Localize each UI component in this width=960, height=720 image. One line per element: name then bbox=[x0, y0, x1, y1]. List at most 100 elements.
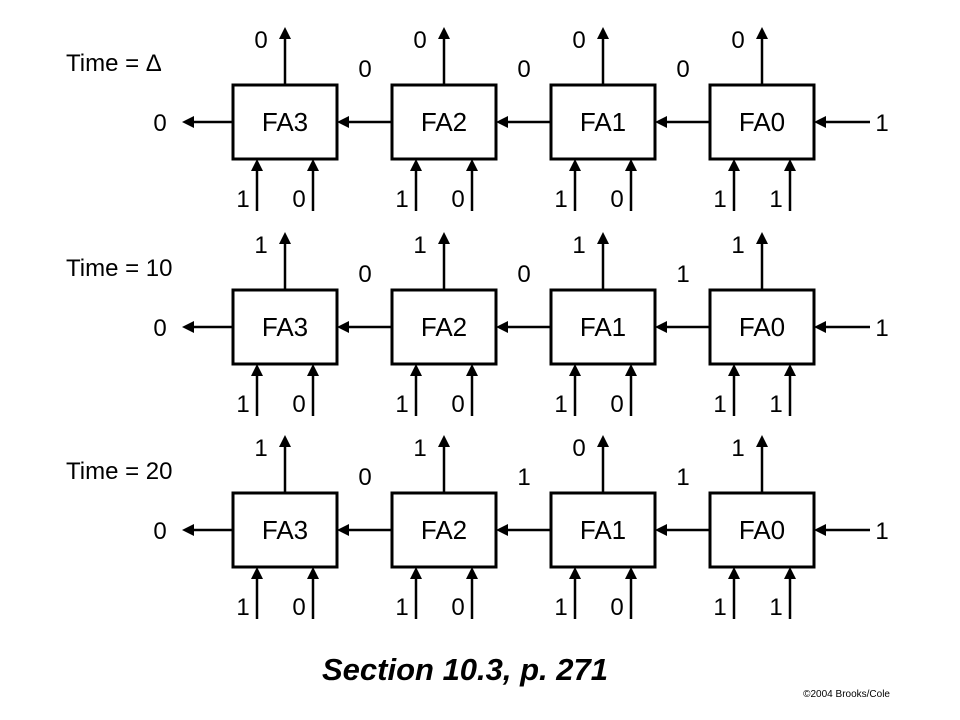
sum-output-arrow-head bbox=[756, 435, 768, 447]
data-input-value: 1 bbox=[713, 186, 726, 213]
data-input-value: 0 bbox=[610, 594, 623, 621]
data-input-arrow-head bbox=[410, 364, 422, 376]
sum-output-arrow-head bbox=[756, 232, 768, 244]
data-input-arrow-head bbox=[251, 567, 263, 579]
data-input-value: 0 bbox=[451, 186, 464, 213]
full-adder-label: FA3 bbox=[262, 312, 308, 342]
data-input-arrow-head bbox=[251, 159, 263, 171]
full-adder-label: FA2 bbox=[421, 107, 467, 137]
sum-output-value: 0 bbox=[572, 435, 585, 462]
data-input-arrow-head bbox=[784, 159, 796, 171]
full-adder-box bbox=[549, 491, 657, 569]
full-adder-label: FA0 bbox=[739, 107, 785, 137]
data-input-arrow-head bbox=[728, 567, 740, 579]
data-input-value: 0 bbox=[292, 186, 305, 213]
data-input-value: 0 bbox=[610, 186, 623, 213]
data-input-value: 0 bbox=[292, 391, 305, 418]
copyright-credit: ©2004 Brooks/Cole bbox=[803, 689, 890, 700]
data-input-value: 1 bbox=[769, 594, 782, 621]
full-adder-box bbox=[708, 491, 816, 569]
data-input-arrow-head bbox=[307, 364, 319, 376]
time-label: Time = 20 bbox=[66, 458, 173, 485]
sum-output-arrow-head bbox=[756, 27, 768, 39]
data-input-arrow-head bbox=[466, 364, 478, 376]
sum-output-value: 1 bbox=[413, 435, 426, 462]
data-input-value: 1 bbox=[554, 186, 567, 213]
sum-output-value: 1 bbox=[731, 232, 744, 259]
data-input-arrow-head bbox=[569, 364, 581, 376]
internal-carry-value: 0 bbox=[517, 56, 530, 83]
data-input-value: 1 bbox=[236, 186, 249, 213]
carry-out-value: 0 bbox=[153, 315, 166, 342]
data-input-value: 0 bbox=[451, 594, 464, 621]
data-input-arrow-head bbox=[625, 159, 637, 171]
sum-output-arrow-head bbox=[279, 27, 291, 39]
sum-output-value: 0 bbox=[254, 27, 267, 54]
time-label: Time = Δ bbox=[66, 50, 162, 77]
sum-output-value: 1 bbox=[413, 232, 426, 259]
data-input-arrow-head bbox=[466, 567, 478, 579]
data-input-arrow-head bbox=[410, 159, 422, 171]
carry-in-arrow-head bbox=[814, 524, 826, 536]
data-input-value: 1 bbox=[769, 391, 782, 418]
data-input-arrow-head bbox=[784, 364, 796, 376]
internal-carry-value: 0 bbox=[676, 56, 689, 83]
sum-output-arrow-head bbox=[438, 232, 450, 244]
carry-in-value: 1 bbox=[875, 315, 888, 342]
full-adder-label: FA0 bbox=[739, 515, 785, 545]
data-input-value: 0 bbox=[292, 594, 305, 621]
data-input-value: 1 bbox=[395, 594, 408, 621]
data-input-arrow-head bbox=[728, 364, 740, 376]
carry-out-arrow-head bbox=[182, 524, 194, 536]
data-input-arrow-head bbox=[784, 567, 796, 579]
carry-in-value: 1 bbox=[875, 518, 888, 545]
internal-carry-arrow-head bbox=[337, 116, 349, 128]
section-caption: Section 10.3, p. 271 bbox=[321, 652, 609, 687]
sum-output-arrow-head bbox=[438, 27, 450, 39]
sum-output-value: 1 bbox=[731, 435, 744, 462]
data-input-arrow-head bbox=[625, 567, 637, 579]
internal-carry-value: 1 bbox=[676, 261, 689, 288]
data-input-value: 1 bbox=[236, 391, 249, 418]
internal-carry-value: 1 bbox=[517, 464, 530, 491]
full-adder-label: FA2 bbox=[421, 515, 467, 545]
data-input-arrow-head bbox=[251, 364, 263, 376]
data-input-arrow-head bbox=[466, 159, 478, 171]
carry-in-value: 1 bbox=[875, 110, 888, 137]
sum-output-value: 0 bbox=[572, 27, 585, 54]
data-input-value: 1 bbox=[713, 391, 726, 418]
data-input-value: 1 bbox=[236, 594, 249, 621]
data-input-value: 0 bbox=[610, 391, 623, 418]
sum-output-arrow-head bbox=[597, 27, 609, 39]
sum-output-value: 0 bbox=[731, 27, 744, 54]
data-input-value: 1 bbox=[554, 391, 567, 418]
data-input-arrow-head bbox=[307, 567, 319, 579]
data-input-value: 1 bbox=[769, 186, 782, 213]
sum-output-value: 0 bbox=[413, 27, 426, 54]
internal-carry-arrow-head bbox=[337, 321, 349, 333]
internal-carry-arrow-head bbox=[655, 524, 667, 536]
full-adder-box bbox=[708, 83, 816, 161]
internal-carry-value: 1 bbox=[676, 464, 689, 491]
internal-carry-value: 0 bbox=[358, 261, 371, 288]
data-input-value: 1 bbox=[713, 594, 726, 621]
carry-out-value: 0 bbox=[153, 110, 166, 137]
data-input-arrow-head bbox=[728, 159, 740, 171]
carry-in-arrow-head bbox=[814, 321, 826, 333]
sum-output-value: 1 bbox=[254, 435, 267, 462]
internal-carry-arrow-head bbox=[337, 524, 349, 536]
internal-carry-value: 0 bbox=[358, 56, 371, 83]
sum-output-arrow-head bbox=[597, 435, 609, 447]
carry-out-arrow-head bbox=[182, 116, 194, 128]
data-input-value: 1 bbox=[554, 594, 567, 621]
internal-carry-value: 0 bbox=[517, 261, 530, 288]
internal-carry-arrow-head bbox=[496, 116, 508, 128]
data-input-arrow-head bbox=[569, 567, 581, 579]
internal-carry-arrow-head bbox=[655, 321, 667, 333]
full-adder-label: FA2 bbox=[421, 312, 467, 342]
data-input-value: 0 bbox=[451, 391, 464, 418]
sum-output-arrow-head bbox=[438, 435, 450, 447]
full-adder-label: FA1 bbox=[580, 515, 626, 545]
sum-output-arrow-head bbox=[597, 232, 609, 244]
